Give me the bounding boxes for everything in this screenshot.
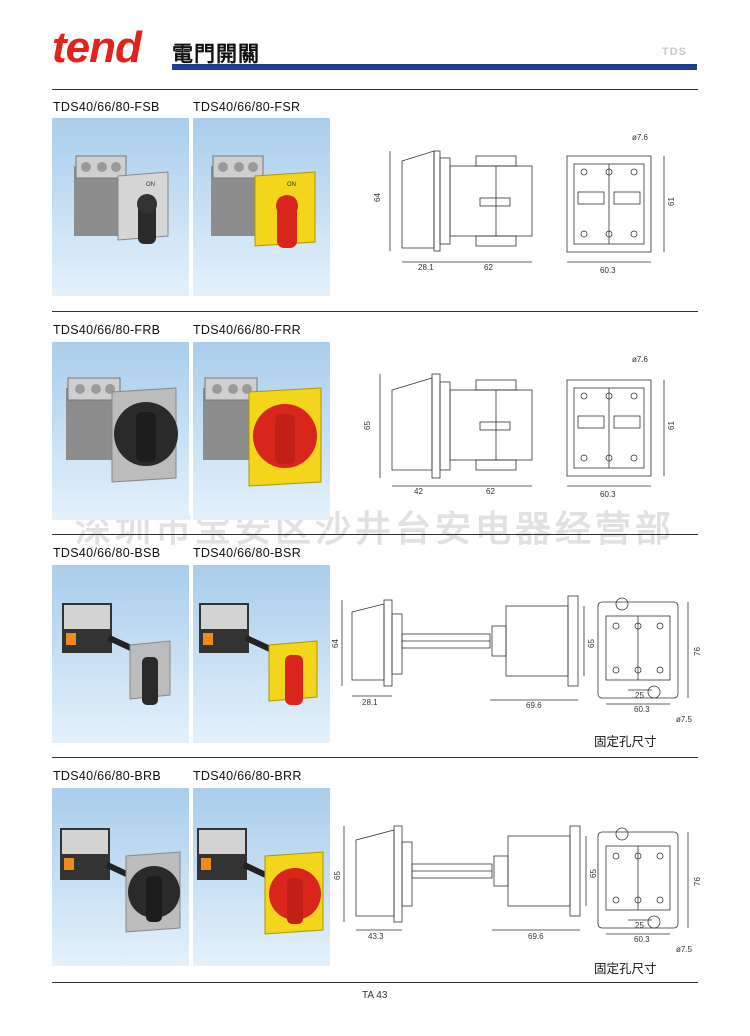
brand-logo: tend	[52, 23, 142, 72]
dim-body-height: 65	[587, 639, 596, 648]
dim-front-height: 76	[693, 647, 702, 656]
model-label-right: TDS40/66/80-BRR	[193, 769, 302, 783]
product-photo-fsr: ON	[193, 118, 330, 296]
dim-front-width: 60.3	[600, 266, 616, 275]
section-divider	[52, 311, 698, 312]
dimension-drawing-frb: 65 42 62 60.3 61 ø7.6	[362, 350, 702, 505]
dim-height: 65	[363, 421, 372, 430]
footer-divider	[52, 982, 698, 983]
section-divider	[52, 757, 698, 758]
product-photo-brr	[193, 788, 330, 966]
product-photo-fsb: ON	[52, 118, 189, 296]
dim-depth-body: 62	[484, 263, 493, 272]
dim-depth-front: 28.1	[418, 263, 434, 272]
page-title: 電門開關	[172, 42, 260, 66]
model-label-left: TDS40/66/80-BRB	[53, 769, 162, 783]
section-divider	[52, 534, 698, 535]
dim-front-height: 61	[667, 197, 676, 206]
dim-height: 65	[333, 871, 342, 880]
dim-front-width: 60.3	[600, 490, 616, 499]
dim-depth-body: 69.6	[528, 932, 544, 941]
dim-depth-body: 62	[486, 487, 495, 496]
header-bar	[172, 64, 697, 70]
dimension-drawing-bsb: 64 28.1 69.6 65 60.3 76 25 ø7.5	[331, 590, 704, 735]
product-photo-bsr	[193, 565, 330, 743]
dim-front-width: 60.3	[634, 935, 650, 944]
dim-height: 64	[332, 639, 340, 648]
svg-text:ON: ON	[287, 182, 296, 188]
dim-body-height: 65	[589, 869, 598, 878]
dimension-drawing-brb: 65 43.3 69.6 65 60.3 76 25 ø7.5	[332, 818, 704, 963]
product-photo-frr	[193, 342, 330, 520]
dim-slot: 25	[635, 691, 644, 700]
dim-hole: ø7.5	[676, 945, 693, 954]
dim-front-width: 60.3	[634, 705, 650, 714]
series-tag: TDS	[662, 46, 687, 58]
product-photo-brb	[52, 788, 189, 966]
dim-hole: ø7.5	[676, 715, 693, 724]
model-label-right: TDS40/66/80-FSR	[193, 100, 301, 114]
dim-depth-body: 69.6	[526, 701, 542, 710]
model-label-right: TDS40/66/80-FRR	[193, 323, 302, 337]
model-label-left: TDS40/66/80-FRB	[53, 323, 161, 337]
dim-slot: 25	[635, 921, 644, 930]
dim-depth-front: 43.3	[368, 932, 384, 941]
model-label-left: TDS40/66/80-FSB	[53, 100, 160, 114]
product-photo-frb	[52, 342, 189, 520]
dim-depth-front: 42	[414, 487, 423, 496]
mounting-hole-caption: 固定孔尺寸	[594, 961, 657, 976]
model-label-right: TDS40/66/80-BSR	[193, 546, 302, 560]
page-number: TA 43	[362, 990, 388, 1001]
product-photo-bsb	[52, 565, 189, 743]
mounting-hole-caption: 固定孔尺寸	[594, 734, 657, 749]
dim-front-height: 76	[693, 877, 702, 886]
svg-text:ON: ON	[146, 182, 155, 188]
dim-height: 64	[373, 193, 382, 202]
dim-front-height: 61	[667, 421, 676, 430]
dim-hole: ø7.6	[632, 355, 649, 364]
dim-depth-front: 28.1	[362, 698, 378, 707]
dim-hole: ø7.6	[632, 133, 649, 142]
model-label-left: TDS40/66/80-BSB	[53, 546, 161, 560]
dimension-drawing-fsb: 64 28.1 62 60.3 61 ø7.6	[372, 126, 702, 281]
section-divider	[52, 89, 698, 90]
